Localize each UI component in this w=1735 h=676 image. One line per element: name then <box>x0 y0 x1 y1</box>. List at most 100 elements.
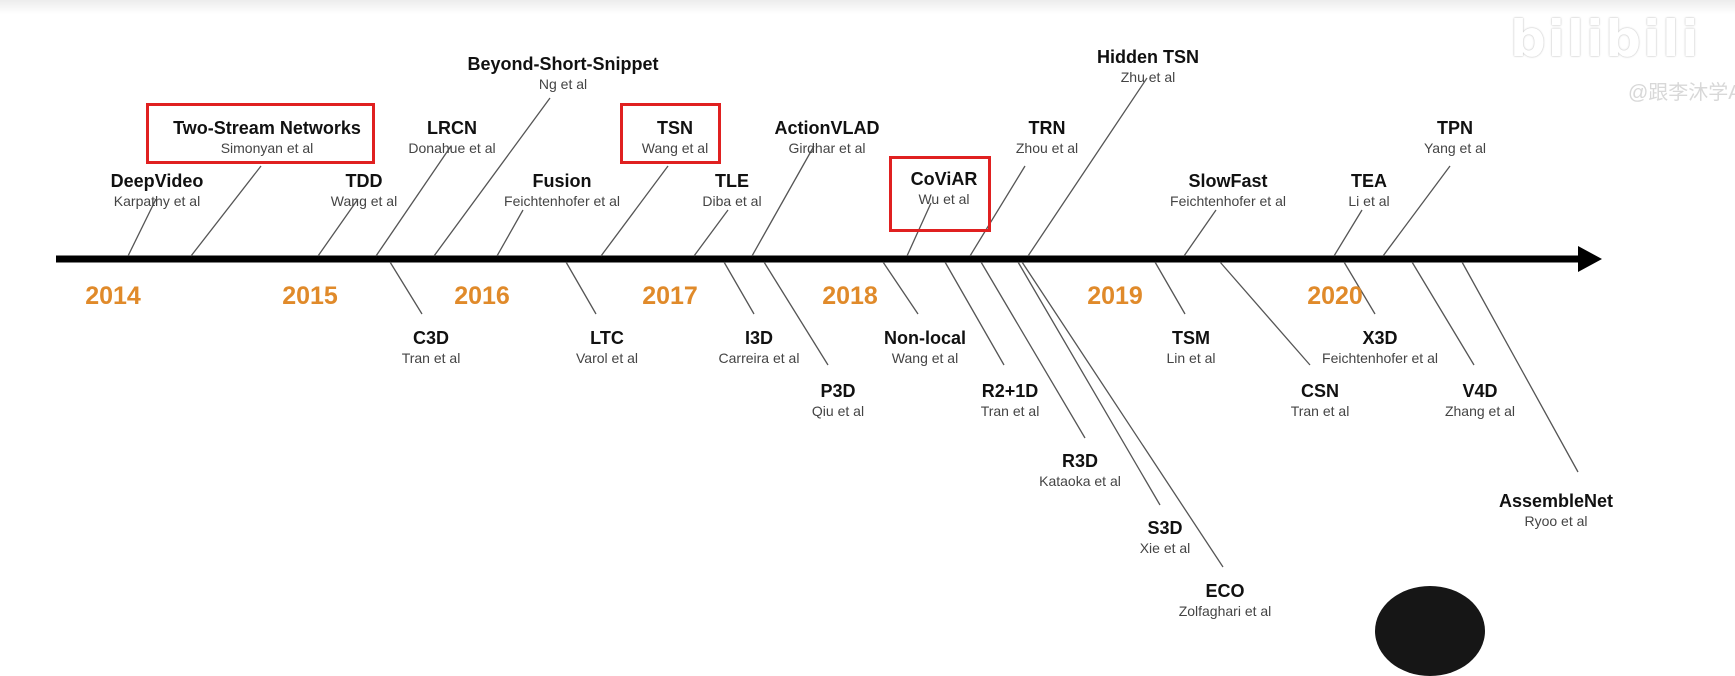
event-name: TRN <box>1028 118 1066 138</box>
event-name: TLE <box>715 171 749 191</box>
event-leader-line <box>693 209 729 257</box>
presenter-head <box>1375 586 1485 676</box>
event-author: Yang et al <box>1423 140 1486 156</box>
top-shade <box>0 0 1735 14</box>
event-leader-line <box>1382 165 1451 257</box>
event-name: ActionVLAD <box>774 118 880 138</box>
event-name: S3D <box>1147 518 1183 538</box>
year-label: 2019 <box>1087 282 1143 310</box>
event-leader-line <box>1154 261 1186 315</box>
event-label: I3D Carreira et al <box>629 327 889 367</box>
event-author: Wang et al <box>891 350 959 366</box>
event-label: TLE Diba et al <box>602 170 862 210</box>
event-leader-line <box>1411 261 1475 366</box>
event-author: Zolfaghari et al <box>1178 603 1272 619</box>
event-name: Two-Stream Networks <box>173 118 361 138</box>
event-name: P3D <box>820 381 856 401</box>
event-name: TDD <box>345 171 383 191</box>
event-name: R2+1D <box>981 381 1039 401</box>
event-author: Tran et al <box>1290 403 1350 419</box>
event-author: Ryoo et al <box>1524 513 1588 529</box>
event-leader-line <box>980 261 1086 439</box>
event-author: Wang et al <box>641 140 709 156</box>
event-leader-line <box>600 165 669 257</box>
event-author: Qiu et al <box>811 403 865 419</box>
event-author: Wang et al <box>330 193 398 209</box>
event-name: TSN <box>657 118 693 138</box>
event-leader-line <box>1027 77 1148 257</box>
event-author: Zhou et al <box>1015 140 1079 156</box>
event-name: CoViAR <box>910 169 978 189</box>
event-label: TSM Lin et al <box>1061 327 1321 367</box>
highlight-box <box>146 103 375 164</box>
year-label: 2018 <box>822 282 878 310</box>
event-leader-line <box>1219 261 1311 366</box>
year-label: 2016 <box>454 282 510 310</box>
event-leader-line <box>882 261 919 315</box>
timeline-arrowhead <box>1578 246 1602 272</box>
event-leader-line <box>565 261 597 315</box>
event-leader-line <box>317 198 359 257</box>
event-label: TRN Zhou et al <box>917 117 1177 157</box>
event-leader-line <box>127 198 157 257</box>
event-name: R3D <box>1061 451 1098 471</box>
event-name: AssembleNet <box>1498 491 1614 511</box>
event-leader-line <box>763 261 829 366</box>
event-author: Diba et al <box>702 193 762 209</box>
event-name: I3D <box>744 328 773 348</box>
event-author: Tran et al <box>401 350 461 366</box>
event-author: Zhu et al <box>1120 69 1176 85</box>
event-author: Feichtenhofer et al <box>504 193 620 209</box>
event-leader-line <box>433 97 551 257</box>
year-label: 2014 <box>85 282 141 310</box>
bilibili-watermark: bilibili @跟李沐学AI <box>1510 6 1735 116</box>
event-name: TPN <box>1437 118 1473 138</box>
highlight-box <box>620 103 721 164</box>
event-name: CSN <box>1300 381 1339 401</box>
event-name: Fusion <box>532 171 592 191</box>
event-author: Lin et al <box>1166 350 1216 366</box>
event-author: Feichtenhofer et al <box>1170 193 1286 209</box>
event-leader-line <box>1333 209 1363 257</box>
event-label: P3D Qiu et al <box>708 380 968 420</box>
event-author: Li et al <box>1348 193 1390 209</box>
event-name: Non-local <box>883 328 966 348</box>
event-label: TDD Wang et al <box>234 170 494 210</box>
event-leader-line <box>1343 261 1376 315</box>
event-author: Girdhar et al <box>788 140 866 156</box>
event-name: V4D <box>1462 381 1498 401</box>
event-leader-line <box>944 261 1005 366</box>
event-author: Carreira et al <box>718 350 800 366</box>
event-leader-line <box>1017 261 1161 506</box>
event-author: Varol et al <box>576 350 638 366</box>
event-leader-line <box>496 209 524 257</box>
event-name: Beyond-Short-Snippet <box>467 54 659 74</box>
event-leader-line <box>1461 261 1579 473</box>
event-leader-line <box>1021 261 1224 568</box>
timeline-lines <box>56 77 1602 568</box>
event-leader-line <box>1183 209 1217 257</box>
event-leader-line <box>751 145 815 257</box>
year-label: 2015 <box>282 282 338 310</box>
event-name: TSM <box>1172 328 1210 348</box>
event-author: Xie et al <box>1139 540 1191 556</box>
event-name: SlowFast <box>1188 171 1268 191</box>
event-name: X3D <box>1362 328 1398 348</box>
event-author: Ng et al <box>538 76 588 92</box>
event-name: DeepVideo <box>110 171 204 191</box>
event-label: TPN Yang et al <box>1325 117 1585 157</box>
event-author: Donahue et al <box>408 140 496 156</box>
